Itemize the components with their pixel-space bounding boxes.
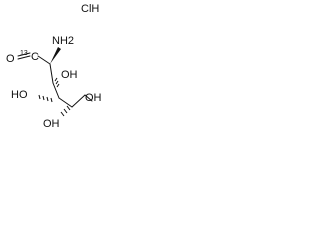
bond-c5-c6: [71, 94, 86, 108]
carbonyl-double-bond-a: [17, 52, 31, 57]
hydroxyl-label-c5: OH: [43, 118, 60, 130]
bond-c2-c3: [49, 63, 54, 84]
bond-c6-oh: [84, 94, 93, 102]
bond-c1-c2: [37, 55, 51, 65]
wedge-bond-nh2: [50, 47, 61, 64]
structure-diagram: ClH NH2 O 13 C OH HO OH OH: [6, 3, 102, 130]
carbonyl-oxygen-label: O: [6, 53, 15, 65]
salt-label: ClH: [81, 3, 99, 15]
hydroxyl-label-c3: OH: [61, 69, 78, 81]
bond-c3-c4: [52, 82, 60, 99]
amine-label: NH2: [52, 35, 74, 47]
hash-bond-oh-c5: [60, 105, 71, 117]
hydroxyl-label-c4: HO: [11, 89, 28, 101]
carbonyl-double-bond-b: [17, 55, 31, 60]
bond-c4-c5: [58, 97, 73, 108]
hydroxyl-label-c6: OH: [85, 92, 102, 104]
hash-bond-oh-c3: [54, 77, 60, 88]
hash-bond-ho-c4: [38, 94, 53, 103]
isotope-element-label: C: [31, 51, 39, 63]
isotope-mass-label: 13: [20, 50, 28, 57]
